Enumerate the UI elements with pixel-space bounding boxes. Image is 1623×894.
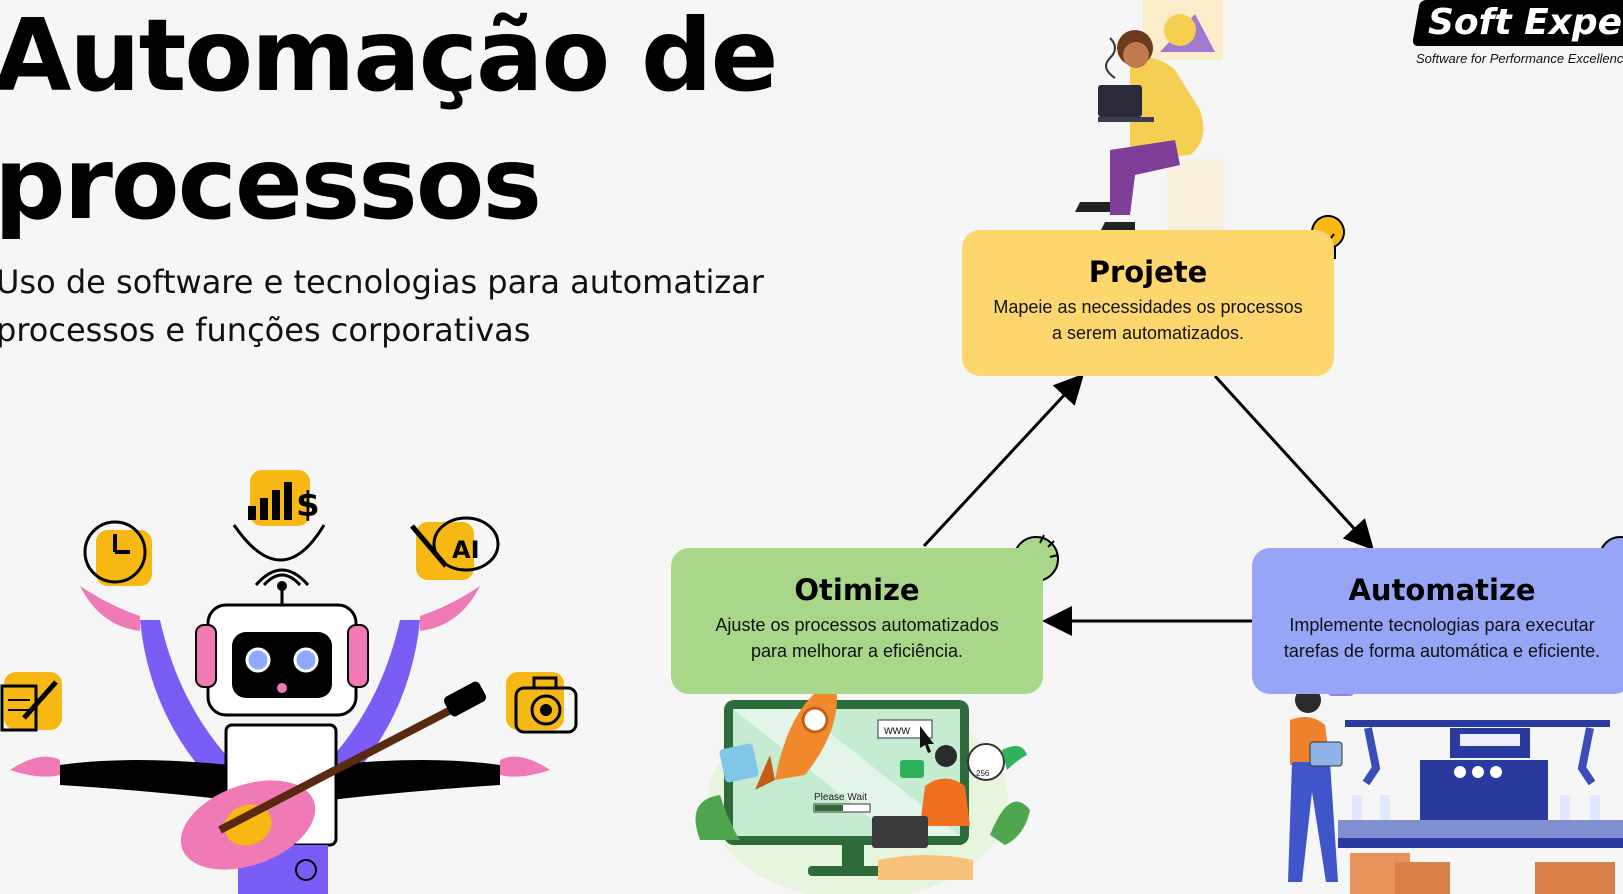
- arrow-projete-to-automatize: [1213, 374, 1375, 551]
- card-otimize-line-1: Ajuste os processos automatizados: [715, 615, 999, 635]
- subtitle-line-1: Uso de software e tecnologias para autom…: [0, 263, 764, 301]
- card-automatize-title: Automatize: [1348, 573, 1536, 607]
- logo-tagline: Software for Performance Excellence: [1416, 51, 1623, 66]
- clock-icon: [83, 520, 152, 586]
- chart-dollar-icon: $: [232, 470, 326, 562]
- logo-wordmark: Soft Expert: [1428, 2, 1623, 43]
- browser-url-text: www: [883, 723, 910, 737]
- card-projete-line-2: a serem automatizados.: [1051, 323, 1245, 343]
- computer-rocket-illustration: www Please Wait 256: [695, 680, 1030, 894]
- card-automatize-line-1: Implemente tecnologias para executar: [1289, 615, 1595, 635]
- card-projete: Projete Mapeie as necessidades os proces…: [962, 230, 1334, 376]
- page-title: Automação de processos: [0, 0, 778, 248]
- robot-illustration: [10, 568, 550, 894]
- card-otimize-title: Otimize: [794, 573, 920, 607]
- card-automatize: Automatize Implemente tecnologias para e…: [1252, 548, 1623, 694]
- svg-text:AI: AI: [452, 536, 480, 564]
- card-otimize-description: Ajuste os processos automatizados para m…: [671, 612, 1043, 664]
- arrow-otimize-to-projete: [922, 373, 1085, 548]
- card-automatize-description: Implemente tecnologias para executar tar…: [1252, 612, 1623, 664]
- card-otimize-line-2: para melhorar a eficiência.: [750, 641, 964, 661]
- page-subtitle: Uso de software e tecnologias para autom…: [0, 258, 816, 354]
- card-projete-title: Projete: [1088, 255, 1208, 289]
- card-projete-description: Mapeie as necessidades os processos a se…: [962, 294, 1334, 346]
- please-wait-text: Please Wait: [814, 792, 867, 803]
- gauge-text: 256: [976, 769, 990, 778]
- ai-palette-icon: AI: [410, 516, 500, 580]
- subtitle-line-2: processos e funções corporativas: [0, 311, 531, 349]
- cycle-arrows: [922, 373, 1375, 636]
- person-laptop-illustration: [1075, 0, 1225, 233]
- camera-icon: [506, 672, 578, 734]
- document-pen-icon: [0, 672, 62, 732]
- svg-text:$: $: [296, 485, 320, 525]
- card-otimize: Otimize Ajuste os processos automatizado…: [671, 548, 1043, 694]
- softexpert-logo: Soft Expert Software for Performance Exc…: [1411, 0, 1623, 72]
- card-projete-line-1: Mapeie as necessidades os processos: [993, 297, 1303, 317]
- card-automatize-line-2: tarefas de forma automática e eficiente.: [1283, 641, 1601, 661]
- title-line-1: Automação de: [0, 0, 778, 114]
- title-line-2: processos: [0, 125, 542, 242]
- factory-illustration: [1288, 680, 1623, 894]
